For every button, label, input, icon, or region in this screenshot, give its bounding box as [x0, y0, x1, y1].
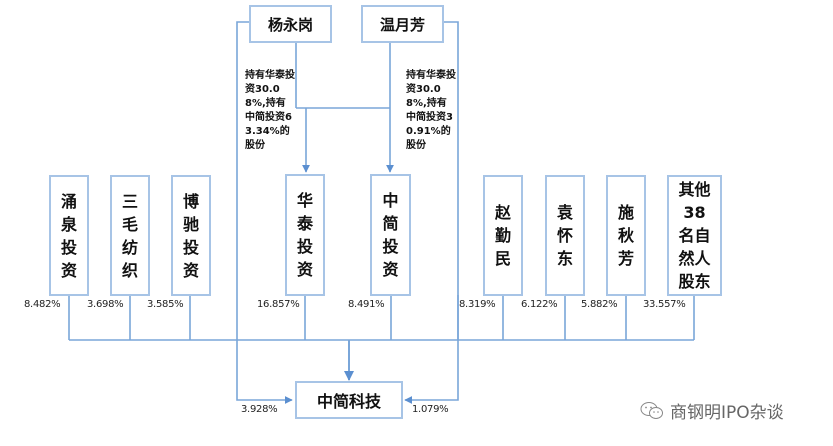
pct-wen-direct: 1.079%	[412, 404, 449, 415]
wechat-icon	[640, 401, 663, 419]
watermark-text: 商钢明IPO杂谈	[670, 403, 784, 423]
pct-zhongjian-inv: 8.491%	[348, 299, 385, 310]
shareholder-yongquan: 涌泉投资	[49, 175, 89, 296]
pct-yuan-huaidong: 6.122%	[521, 299, 558, 310]
pct-sanmao: 3.698%	[87, 299, 124, 310]
shareholder-huatai: 华泰投资	[285, 174, 325, 296]
shareholder-zhao-qinmin: 赵勤民	[483, 175, 523, 296]
wen-direct-line	[404, 21, 459, 404]
pct-shi-qiufang: 5.882%	[581, 299, 618, 310]
pct-yang-direct: 3.928%	[241, 404, 278, 415]
shareholder-zhongjian-inv: 中简投资	[370, 174, 411, 296]
watermark: 商钢明IPO杂谈	[640, 398, 784, 423]
note-yang-holdings: 持有华泰投资30.08%,持有中简投资63.34%的股份	[245, 70, 295, 151]
shareholder-yuan-huaidong: 袁怀东	[545, 175, 585, 296]
yang-direct-line	[236, 21, 293, 404]
holder-yang-yonggang: 杨永岗	[249, 5, 332, 43]
pct-bochi: 3.585%	[147, 299, 184, 310]
holder-wen-yuefang: 温月芳	[361, 5, 444, 43]
pct-yongquan: 8.482%	[24, 299, 61, 310]
pct-huatai: 16.857%	[257, 299, 300, 310]
shareholder-sanmao: 三毛纺织	[110, 175, 150, 296]
shareholder-shi-qiufang: 施秋芳	[606, 175, 646, 296]
shareholder-bochi: 博驰投资	[171, 175, 211, 296]
target-company: 中简科技	[295, 381, 403, 419]
shareholder-others: 其他38名自然人股东	[667, 175, 722, 296]
pct-others: 33.557%	[643, 299, 686, 310]
note-wen-holdings: 持有华泰投资30.08%,持有中简投资30.91%的股份	[406, 70, 456, 151]
pct-zhao-qinmin: 8.319%	[459, 299, 496, 310]
